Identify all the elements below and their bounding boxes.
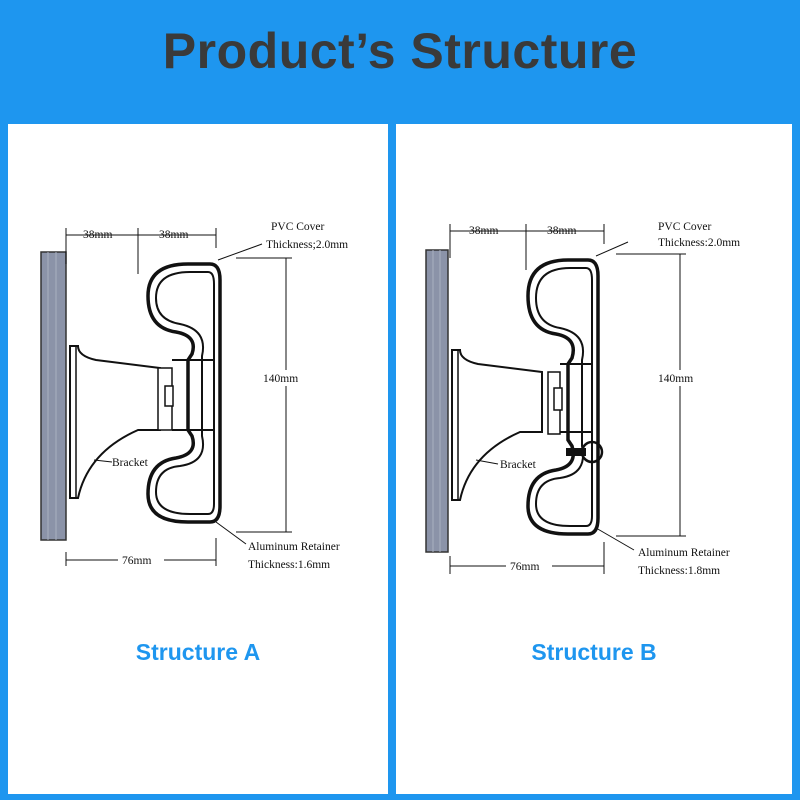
- structure-b-caption: Structure B: [531, 639, 657, 665]
- structure-a-caption: Structure A: [135, 639, 261, 665]
- pvc-cover: [526, 258, 600, 536]
- structure-a-diagram: 38mm 38mm PVC Cover Thickness;2.0mm 140m…: [40, 221, 348, 571]
- wall: [40, 251, 67, 541]
- structure-b-diagram: 38mm 38mm PVC Cover Thickness:2.0mm 140m…: [425, 221, 740, 577]
- hook-arm: [566, 448, 586, 456]
- structure-b-panel: 38mm 38mm PVC Cover Thickness:2.0mm 140m…: [396, 124, 792, 794]
- pvc-cover-label: PVC Cover: [658, 221, 712, 233]
- header-banner: Product’s Structure: [0, 0, 800, 122]
- pvc-thickness-label: Thickness:2.0mm: [658, 237, 740, 249]
- dim-top-left: 38mm: [83, 229, 112, 241]
- bracket-label: Bracket: [500, 459, 537, 471]
- bracket: [451, 349, 543, 501]
- pvc-cover-label: PVC Cover: [271, 221, 325, 233]
- aluminum-retainer: [154, 271, 215, 515]
- retainer-thickness-label: Thickness:1.6mm: [248, 559, 330, 571]
- page-title: Product’s Structure: [162, 23, 638, 79]
- aluminum-retainer: [534, 267, 593, 527]
- width-dim: 76mm: [510, 561, 539, 573]
- dim-top-left: 38mm: [469, 225, 498, 237]
- dim-top-right: 38mm: [547, 225, 576, 237]
- retainer-thickness-label: Thickness:1.8mm: [638, 565, 720, 577]
- wall: [425, 249, 449, 553]
- height-dim: 140mm: [263, 373, 298, 385]
- height-dim: 140mm: [658, 373, 693, 385]
- structure-a-panel: 38mm 38mm PVC Cover Thickness;2.0mm 140m…: [8, 124, 388, 794]
- retainer-label: Aluminum Retainer: [248, 541, 340, 553]
- width-dim: 76mm: [122, 555, 151, 567]
- pvc-cover: [146, 262, 222, 524]
- retainer-label: Aluminum Retainer: [638, 547, 730, 559]
- bracket: [69, 345, 161, 499]
- bracket-label: Bracket: [112, 457, 149, 469]
- pvc-thickness-label: Thickness;2.0mm: [266, 239, 348, 251]
- dim-top-right: 38mm: [159, 229, 188, 241]
